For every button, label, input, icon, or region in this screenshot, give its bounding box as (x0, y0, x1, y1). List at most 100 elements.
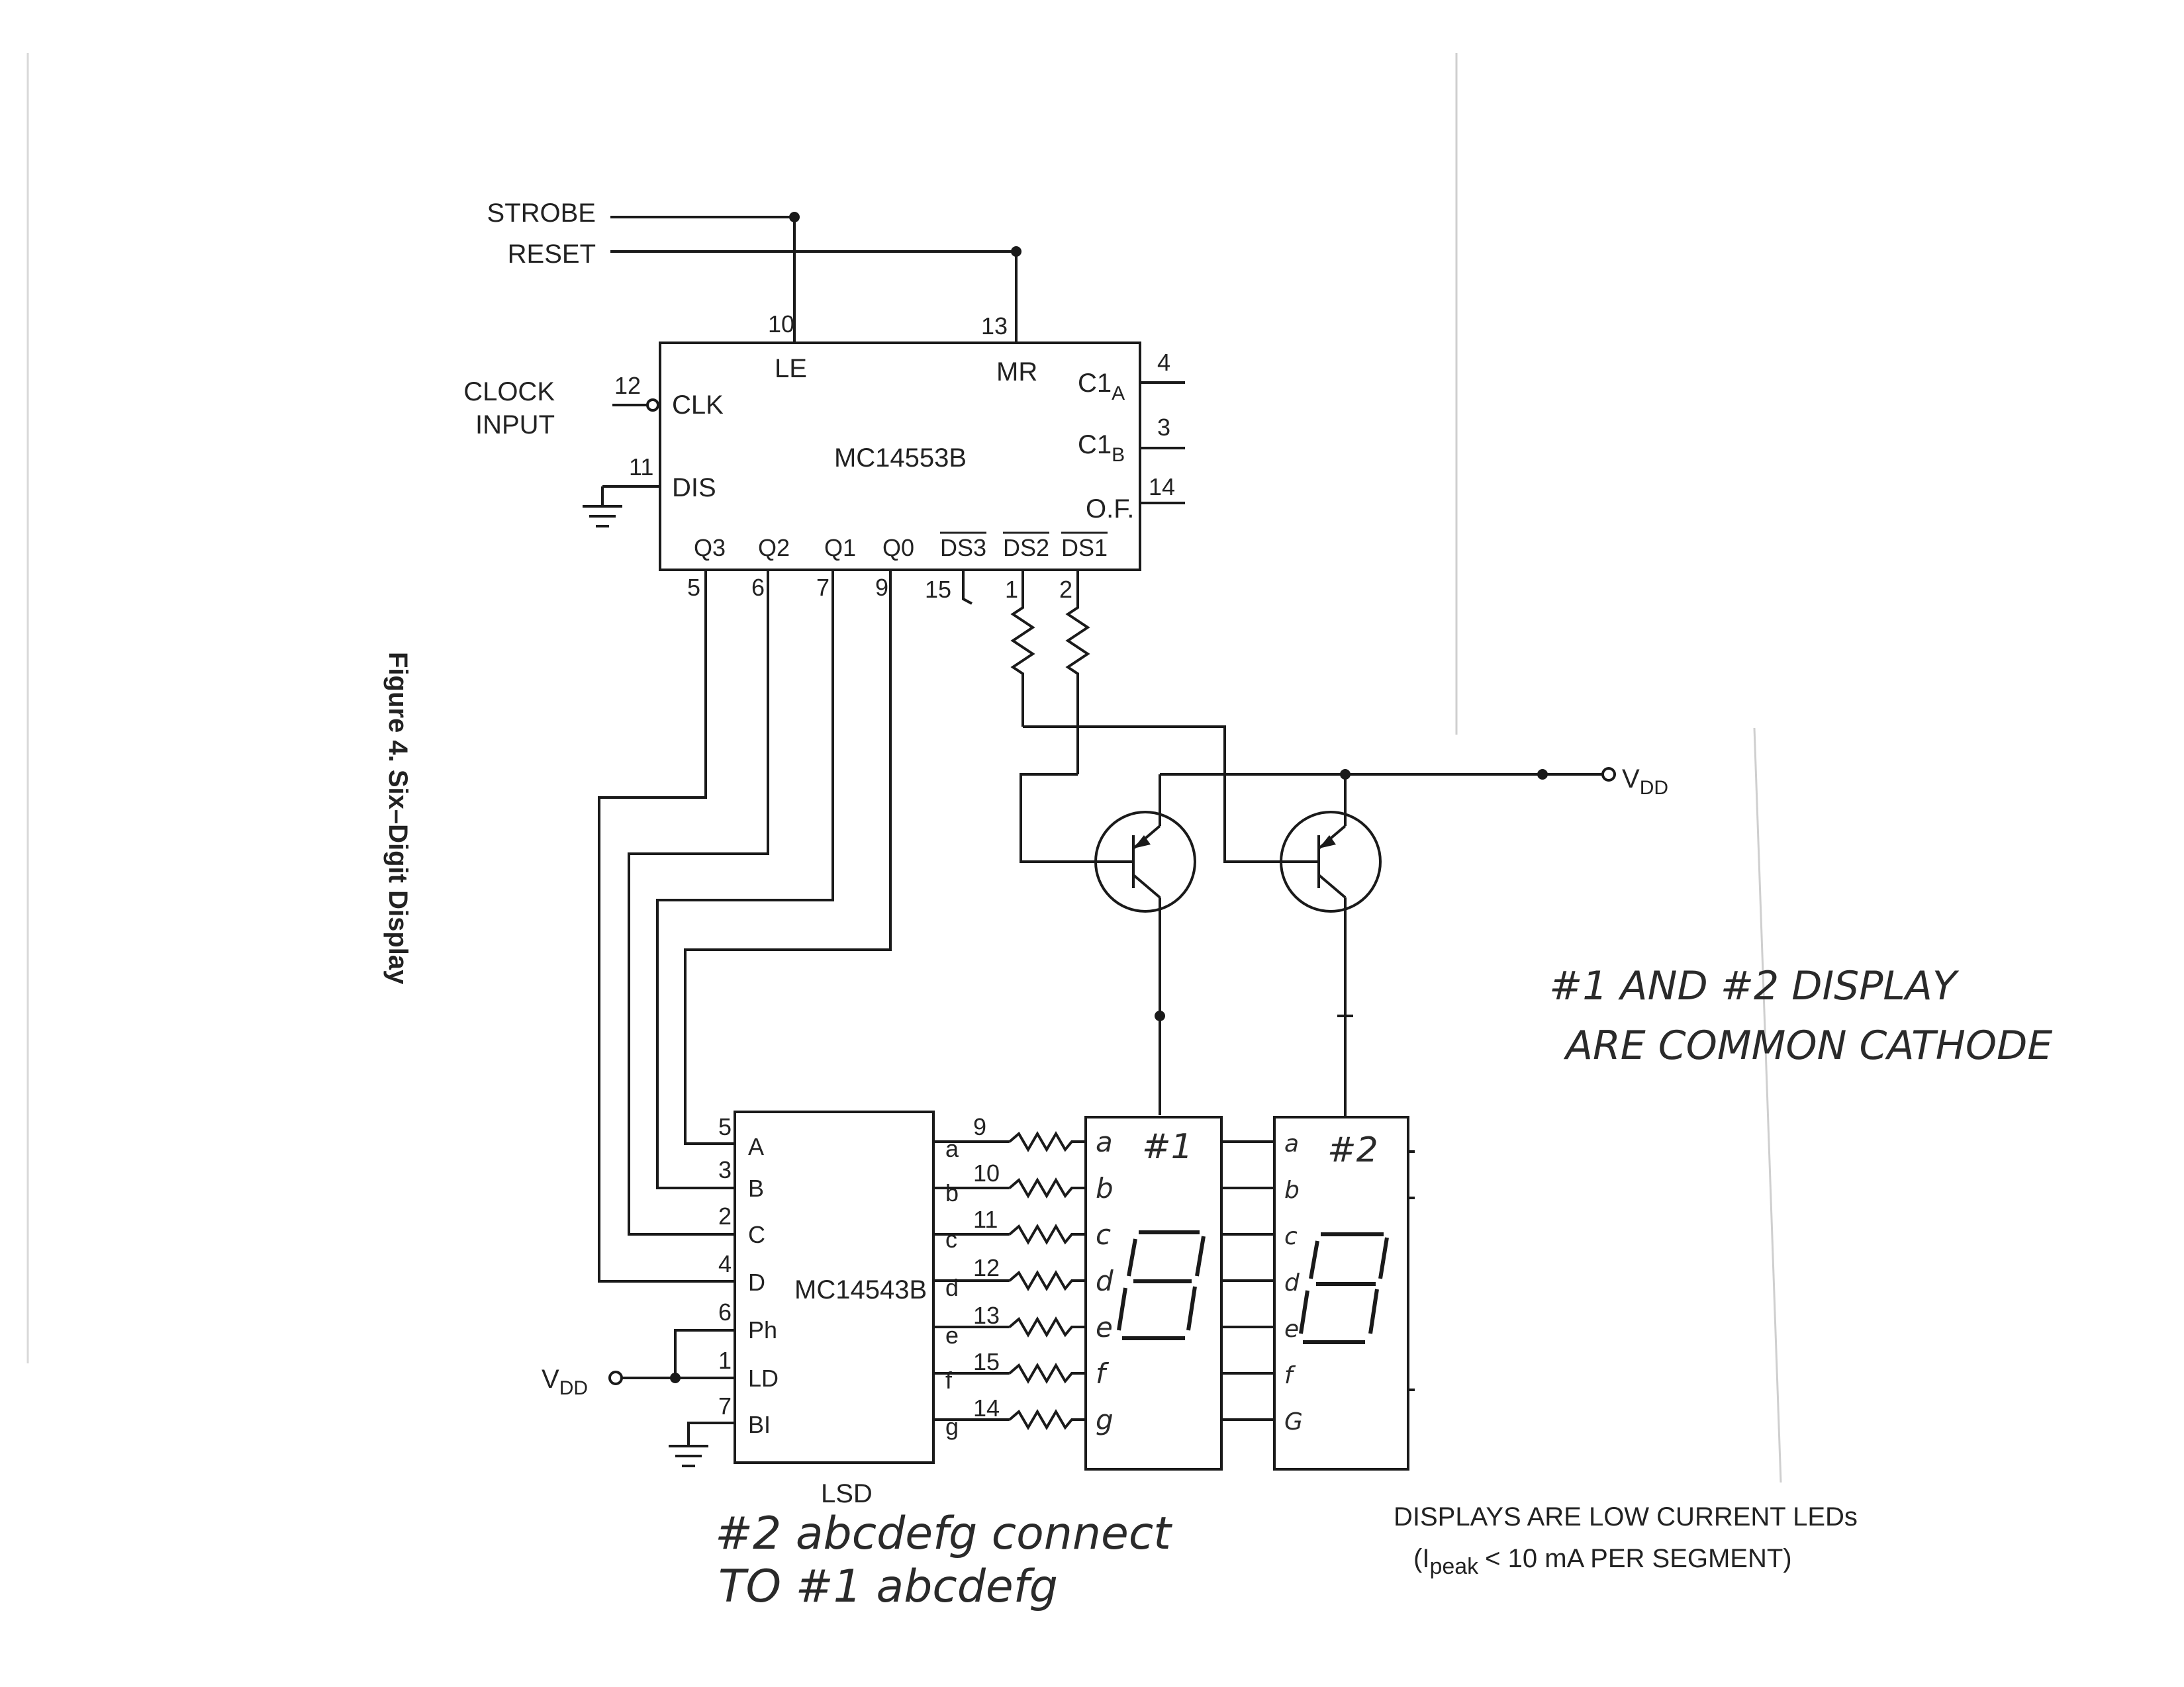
pin-number-q1: 7 (816, 574, 830, 601)
counter-chip-name: MC14553B (834, 443, 967, 473)
decoder-input-bi: BI (748, 1411, 771, 1438)
ipeak-note: (Ipeak< 10 mA PER SEGMENT) (1413, 1544, 1792, 1579)
decoder-output-c: c (945, 1226, 957, 1253)
display-2-segment-label: e (1284, 1316, 1299, 1343)
resistor-icon (1008, 1224, 1086, 1245)
display-2-segment-label: G (1284, 1408, 1303, 1436)
decoder-pin-number: 4 (718, 1250, 732, 1277)
display-2-label: #2 (1327, 1130, 1378, 1170)
pin-number-ds3: 15 (925, 576, 951, 603)
resistor-icon (1008, 1316, 1086, 1338)
decoder-pin-number: 7 (718, 1392, 732, 1420)
pin-q2-label: Q2 (758, 534, 790, 561)
digit-driver: VDD (1010, 570, 1668, 1117)
resistor-icon (1008, 1131, 1086, 1152)
decoder-chip: MC14543B LSD A B C D Ph LD BI 5 3 2 4 6 … (542, 1111, 1000, 1508)
decoder-pin-number: 5 (718, 1113, 732, 1140)
clock-input-label-1: CLOCK (463, 377, 555, 406)
pin-q3-label: Q3 (694, 534, 726, 561)
resistor-icon (1008, 1270, 1086, 1291)
display-1-segment-label: d (1096, 1265, 1114, 1297)
ground-icon (583, 505, 622, 527)
bcd-bus-wires (598, 570, 892, 1283)
decoder-input-a: A (748, 1133, 764, 1160)
clock-input-label-2: INPUT (475, 410, 555, 439)
decoder-output-b: b (945, 1179, 959, 1207)
scan-artifacts (26, 53, 1782, 1483)
resistor-icon (1065, 599, 1090, 695)
display-2: #2 (1273, 1116, 1415, 1471)
display-footnote: DISPLAYS ARE LOW CURRENT LEDs (Ipeak< 10… (1394, 1502, 1858, 1579)
display-1: #1 (1084, 1116, 1223, 1471)
resistor-icon (1008, 1177, 1086, 1199)
pin-number-mr: 13 (981, 312, 1008, 340)
display-2-segment-label: a (1284, 1130, 1299, 1158)
pin-number-q3: 5 (687, 574, 700, 601)
pin-ds3-label: DS3 (940, 534, 986, 561)
decoder-pin-number: 10 (973, 1160, 1000, 1187)
display-2-segment-label: c (1284, 1223, 1298, 1250)
resistor-icon (1008, 1363, 1086, 1384)
pin-number-c1a: 4 (1157, 349, 1170, 376)
decoder-input-b: B (748, 1175, 764, 1202)
decoder-output-g: g (945, 1413, 959, 1440)
decoder-output-f: f (945, 1367, 953, 1394)
pin-ds1-label: DS1 (1061, 534, 1108, 561)
pin-number-clk: 12 (614, 372, 641, 399)
pin-dis-label: DIS (672, 473, 716, 502)
decoder-input-ld: LD (748, 1365, 779, 1392)
low-current-note: DISPLAYS ARE LOW CURRENT LEDs (1394, 1502, 1858, 1531)
pin-q1-label: Q1 (824, 534, 856, 561)
pin-number-q0: 9 (875, 574, 888, 601)
pin-number-ds1: 2 (1059, 576, 1072, 603)
decoder-pin-number: 2 (718, 1203, 732, 1230)
pin-number-of: 14 (1149, 473, 1175, 500)
decoder-output-a: a (945, 1135, 959, 1162)
display-2-segment-label: d (1284, 1269, 1300, 1297)
display-1-segment-label: e (1096, 1311, 1113, 1344)
display-1-segment-labels: abcdefg (1096, 1126, 1114, 1436)
pin-number-c1b: 3 (1157, 414, 1170, 441)
pin-number-ds2: 1 (1005, 576, 1018, 603)
decoder-caption-lsd: LSD (821, 1479, 873, 1508)
strobe-label: STROBE (487, 199, 596, 228)
pin-clk-label: CLK (672, 390, 724, 420)
decoder-pin-number: 6 (718, 1299, 732, 1326)
resistor-icon (1008, 1409, 1086, 1430)
display-1-segment-label: f (1096, 1357, 1110, 1390)
figure-title: Figure 4. Six–Digit Display (383, 652, 412, 985)
decoder-output-e: e (945, 1322, 959, 1349)
pin-c1b-label: C1B (1078, 430, 1125, 466)
pin-mr-label: MR (996, 357, 1037, 387)
control-inputs: STROBE RESET (487, 199, 1021, 343)
vdd-decoder-label: VDD (542, 1365, 588, 1399)
vdd-rail-label: VDD (1622, 764, 1668, 799)
handwritten-note-line-1: #1 AND #2 DISPLAY (1549, 963, 1960, 1009)
pin-number-le: 10 (768, 310, 794, 338)
decoder-input-d: D (748, 1269, 765, 1296)
pin-c1a-label: C1A (1078, 369, 1125, 404)
ground-icon (669, 1445, 708, 1467)
display-1-segment-label: a (1096, 1126, 1113, 1158)
transistor-1-icon (1094, 774, 1196, 1016)
seven-segment-digit-icon (1299, 1232, 1389, 1344)
display-interconnect (1221, 1140, 1274, 1421)
handwritten-common-cathode-note: #1 AND #2 DISPLAY ARE COMMON CATHODE (1549, 963, 2052, 1069)
reset-label: RESET (508, 240, 596, 269)
seven-segment-digit-icon (1117, 1230, 1206, 1340)
handwritten-note-line-2: ARE COMMON CATHODE (1563, 1023, 2052, 1069)
decoder-pin-number: 15 (973, 1348, 1000, 1375)
display-1-segment-label: b (1096, 1172, 1114, 1205)
display-1-segment-label: c (1096, 1218, 1111, 1251)
pin-le-label: LE (775, 354, 807, 383)
decoder-pin-number: 14 (973, 1394, 1000, 1422)
transistor-2-icon (1280, 774, 1382, 1016)
segment-resistors (933, 1131, 1086, 1430)
decoder-output-d: d (945, 1274, 959, 1301)
decoder-input-c: C (748, 1221, 765, 1248)
display-2-segment-label: f (1284, 1362, 1296, 1389)
decoder-pin-number: 3 (718, 1156, 732, 1183)
display-2-segment-label: b (1284, 1177, 1300, 1204)
